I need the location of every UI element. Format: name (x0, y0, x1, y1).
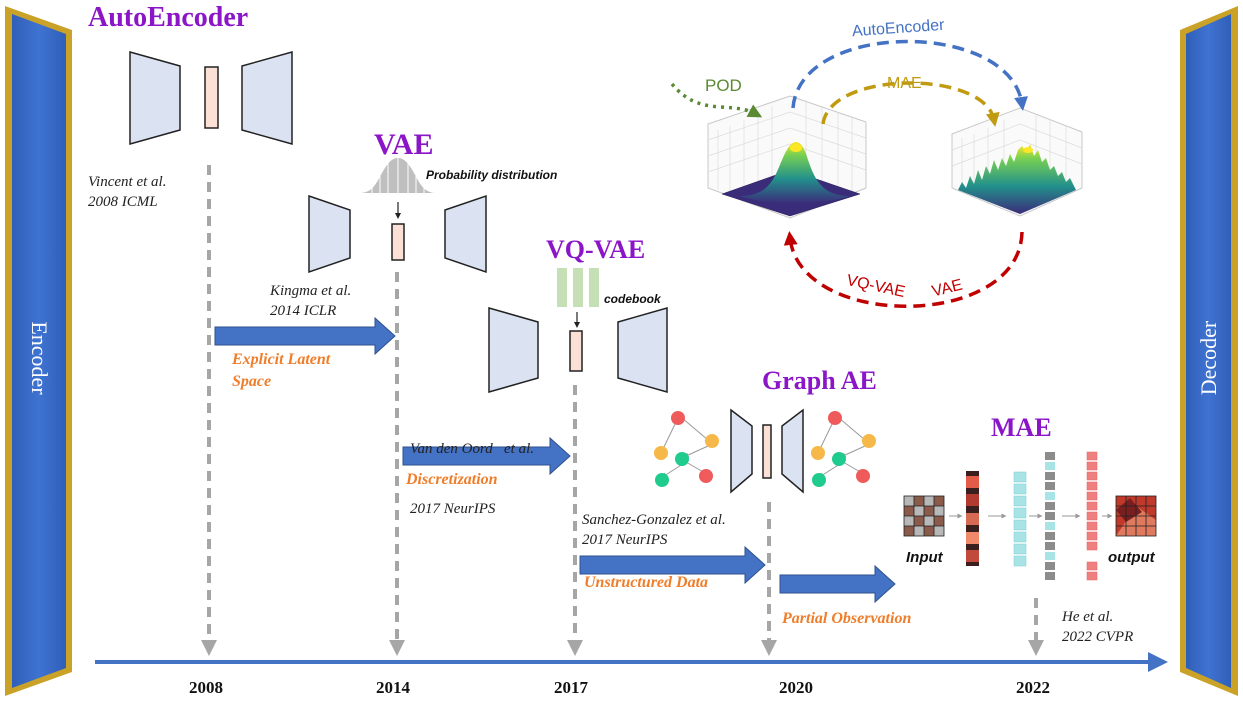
codebook-label: codebook (604, 292, 661, 306)
vae-shape (308, 158, 487, 274)
vae-title: VAE (374, 128, 434, 161)
transition-partial-observation: Partial Observation (782, 610, 912, 627)
graphae-encoder (730, 408, 753, 494)
graphae-latent (762, 424, 772, 479)
graphae-title: Graph AE (762, 366, 877, 395)
encoder-label: Encoder (27, 321, 52, 395)
mae-arc (821, 81, 1000, 127)
arrow-explicit-latent-space (214, 316, 396, 356)
graphae-citation: Sanchez-Gonzalez et al. 2017 NeurIPS (582, 512, 726, 548)
mae-citation: He et al. 2022 CVPR (1062, 609, 1134, 645)
autoencoder-title: AutoEncoder (88, 2, 249, 33)
pod-arc (670, 82, 763, 118)
timeline-axis (95, 652, 1168, 672)
vqvae-decoder (617, 307, 668, 393)
decoder-panel (1180, 6, 1238, 696)
year-drop-lines (201, 165, 1044, 656)
mae-output-image (1115, 495, 1157, 537)
vae-decoder (444, 194, 487, 274)
vae-encoder (308, 194, 351, 274)
graphae-shape (654, 408, 876, 494)
mae-pipeline (903, 451, 1157, 581)
autoencoder-decoder (241, 51, 293, 145)
autoencoder-citation: Vincent et al. 2008 ICML (88, 174, 167, 210)
vae-citation: Kingma et al. 2014 ICLR (270, 283, 352, 319)
vqvae-citation: Van den Oord et al. 2017 NeurIPS (410, 441, 535, 517)
vqvae-vae-arc (783, 231, 1024, 308)
vqvae-shape (488, 268, 668, 393)
autoencoder-encoder (129, 51, 181, 145)
year-2017: 2017 (554, 678, 588, 697)
year-2008: 2008 (189, 678, 223, 697)
surface-plot-smooth (707, 95, 867, 219)
surface-plot-noisy (951, 107, 1083, 217)
transition-explicit-latent-space: Explicit Latent Space (232, 351, 331, 390)
graph-left (654, 411, 719, 487)
decoder-label: Decoder (1196, 320, 1221, 396)
vqvae-title: VQ-VAE (546, 235, 646, 264)
autoencoder-arc (791, 39, 1028, 111)
arrow-partial-observation (779, 564, 896, 604)
year-2014: 2014 (376, 678, 410, 697)
mae-title: MAE (991, 413, 1052, 442)
probability-distribution-label: Probability distribution (426, 168, 558, 182)
mae-encoded-tokens (1013, 471, 1027, 567)
arrow-discretization (402, 436, 571, 476)
mae-input-image (903, 495, 945, 537)
encoder-panel (5, 6, 72, 696)
graph-right (811, 411, 876, 487)
vae-latent (391, 223, 405, 261)
year-2022: 2022 (1016, 678, 1050, 697)
transition-unstructured-data: Unstructured Data (584, 574, 709, 591)
mae-input-label: Input (906, 549, 943, 566)
codebook-bars (557, 268, 599, 307)
mae-full-tokens (1045, 452, 1055, 580)
mae-decoded-tokens (1086, 451, 1098, 581)
vqvae-latent (569, 330, 583, 372)
cycle-mae-label: MAE (887, 75, 922, 92)
graphae-decoder (781, 408, 804, 494)
cycle-pod-label: POD (705, 76, 742, 95)
mae-output-label: output (1108, 549, 1155, 566)
mae-visible-patches (966, 471, 979, 566)
transition-discretization: Discretization (406, 471, 498, 488)
vqvae-encoder (488, 307, 539, 393)
arrow-unstructured-data (579, 545, 766, 585)
year-2020: 2020 (779, 678, 813, 697)
autoencoder-shape (129, 51, 293, 145)
autoencoder-latent (204, 66, 219, 129)
